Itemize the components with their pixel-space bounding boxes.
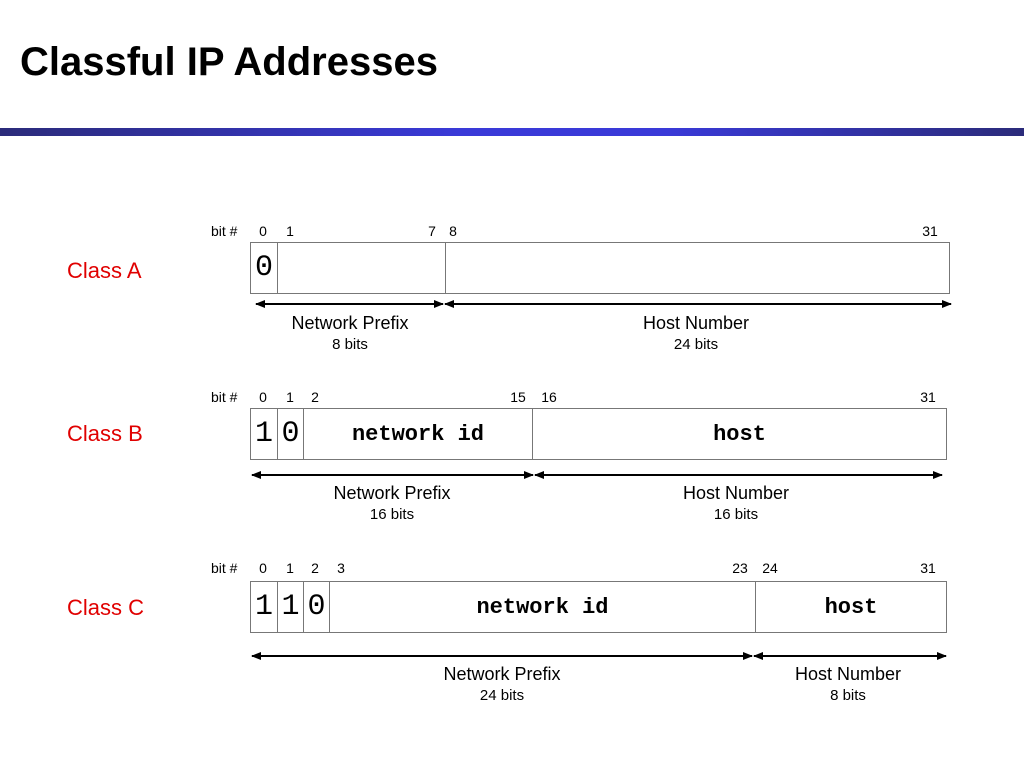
bit-number: 31 [920,389,936,405]
host-field: host [755,582,946,632]
bit-number: 31 [922,223,938,239]
bit-number: 0 [259,223,267,239]
class-bit-cell: 1 [254,590,273,624]
class-bit-cell: 0 [303,582,329,632]
diagram-area: Class A bit # 0 1 7 8 31 0 Network Prefi… [67,223,952,702]
bit-number: 3 [337,560,345,576]
bit-number: 0 [259,389,267,405]
segment-size: 8 bits [830,687,866,702]
bit-number: 2 [311,560,319,576]
bit-number: 24 [762,560,778,576]
title-divider-bar [0,128,1024,136]
bit-number: 0 [259,560,267,576]
segment-name: Network Prefix [333,483,451,503]
host-number-label: Host Number 24 bits [643,313,749,353]
bit-number: 8 [449,223,457,239]
network-prefix-label: Network Prefix 24 bits [443,664,560,702]
network-id-field: network id [329,582,755,632]
class-b-address-box: 1 0 network id host [250,408,947,460]
bit-number: 1 [286,389,294,405]
segment-name: Network Prefix [291,313,409,333]
bit-number: 16 [541,389,557,405]
segment-size: 24 bits [673,336,719,353]
segment-name: Host Number [682,483,790,503]
bit-number: 1 [286,223,294,239]
bit-number: 15 [510,389,526,405]
class-bit-cell: 1 [277,582,303,632]
segment-name: Host Number [642,313,750,333]
class-a-address-box: 0 [250,242,950,294]
class-bit-cell: 1 [254,417,273,451]
network-prefix-label: Network Prefix 16 bits [333,483,450,523]
bit-header-label: bit # [211,560,238,576]
network-id-field: network id [303,409,532,459]
class-a-label: Class A [67,258,142,283]
bit-number: 31 [920,560,936,576]
class-c-address-box: 1 1 0 network id host [250,581,947,633]
class-b-label: Class B [67,421,143,446]
host-field-cell [445,243,949,293]
class-c-label: Class C [67,595,145,620]
segment-size: 24 bits [479,687,525,702]
segment-name: Network Prefix [443,664,561,684]
network-field-cell [277,243,445,293]
host-number-label: Host Number 16 bits [683,483,789,523]
bit-header-label: bit # [211,389,238,405]
segment-name: Host Number [794,664,902,684]
class-bit-cell: 0 [277,409,303,459]
segment-size: 16 bits [369,506,415,523]
host-field: host [532,409,946,459]
class-bit-cell: 0 [254,251,273,285]
bit-number: 23 [732,560,748,576]
bit-number: 2 [311,389,319,405]
host-number-label: Host Number 8 bits [795,664,901,702]
span-arrows [251,300,952,660]
bit-header-label: bit # [211,223,238,239]
bit-number: 1 [286,560,294,576]
segment-size: 16 bits [713,506,759,523]
page-title: Classful IP Addresses [20,40,438,84]
bit-number: 7 [428,223,436,239]
segment-size: 8 bits [332,336,368,353]
network-prefix-label: Network Prefix 8 bits [291,313,408,353]
